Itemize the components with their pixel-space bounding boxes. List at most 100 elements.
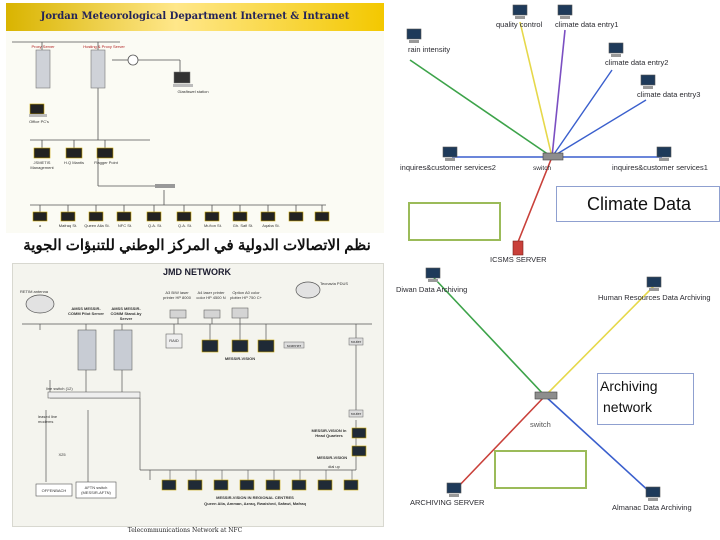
messir-vision-monitors — [161, 339, 367, 491]
raid-label: RAID — [169, 338, 179, 343]
internet-intranet-wiring — [12, 41, 330, 222]
printer1-label: A3 B/W laser printer HP 8000 — [163, 290, 191, 300]
messir-vision-label: MESSIR-VISION — [224, 356, 256, 361]
rain-intensity-label: rain intensity — [408, 45, 451, 54]
climate-entry1-pc-icon[interactable] — [557, 4, 573, 20]
climate-entry1-label: climate data entry1 — [555, 20, 619, 29]
glasfiswel-label: Glasfiswel station — [177, 89, 209, 94]
plotter-label: Option A0 color plotter HP 750 C+ — [230, 290, 262, 300]
bottom-row-label-3: NFC St. — [117, 223, 133, 228]
leased-line-label: leased line modems — [38, 414, 58, 424]
offenbach-label: OFFENBACH — [41, 488, 67, 493]
archiving-callout-line1: Archiving — [600, 378, 658, 394]
router-label: router — [350, 339, 362, 344]
diwan-label: Diwan Data Archiving — [396, 285, 468, 294]
mid-row-label-0: JSMETIS Management — [30, 160, 54, 170]
aftn-label: AFTN switch (MESSIR-AFTN) — [81, 485, 111, 495]
jmd-caption: Telecommunications Network at NFC — [127, 527, 243, 534]
tecnavia-antenna-icon — [295, 281, 321, 299]
bottom-row-label-4: Q.A. St. — [147, 223, 162, 228]
icsms-server-icon[interactable] — [512, 240, 524, 256]
arabic-title: نظم الاتصالات الدولية في المركز الوطني ل… — [23, 237, 371, 254]
quality-control-label: quality control — [496, 20, 543, 29]
archiving-switch-icon[interactable] — [534, 391, 558, 401]
bottom-row-label-7: Gh. Safi St. — [232, 223, 254, 228]
amss-pilot-server-icon — [77, 329, 97, 371]
bottom-row-label-5: Q.A. St. — [177, 223, 192, 228]
climate-switch-icon[interactable] — [542, 152, 564, 162]
climate-entry2-label: climate data entry2 — [605, 58, 669, 67]
bottom-row-label-0: a — [38, 223, 42, 228]
regional-sub-label: Queen Alia, Amman, Azraq, Rwaished, Safa… — [204, 501, 306, 506]
amss-standby-server-icon — [113, 329, 133, 371]
mid-row-label-2: Flagger Point — [94, 160, 118, 165]
internet-intranet-title: Jordan Meteorological Department Interne… — [40, 11, 350, 22]
regional-label: MESSIR-VISION IN REGIONAL CENTRES — [216, 495, 294, 500]
messir-hq2-label: MESSIR-VISION — [316, 455, 348, 460]
climate-placeholder-box — [408, 202, 501, 241]
color-printer-icon — [203, 309, 221, 319]
internet-intranet-banner: Jordan Meteorological Department Interne… — [6, 3, 384, 31]
line-switch-label: line switch (12) — [46, 386, 73, 391]
quality-control-pc-icon[interactable] — [512, 4, 528, 20]
inquiries2-pc-icon[interactable] — [442, 146, 458, 162]
inquiries2-label: inquires&customer services2 — [400, 163, 496, 172]
proxy-server-icon — [35, 49, 51, 89]
hr-pc-icon[interactable] — [646, 276, 662, 292]
jmd-network-title: JMD NETWORK — [163, 267, 231, 277]
line-switch-icon — [47, 391, 141, 399]
almanac-pc-icon[interactable] — [645, 486, 661, 502]
archiving-callout-line2: network — [603, 399, 653, 415]
jmd-network-wiring — [22, 281, 372, 499]
hr-label: Human Resources Data Archiving — [598, 293, 711, 302]
hosting-server-label: Hosting & Proxy Server — [83, 44, 125, 49]
archiving-placeholder-box — [494, 450, 587, 489]
amss-standby-label: AMSS MESSIR-COMM Stand-by Server — [110, 306, 142, 321]
printer-icon — [169, 309, 187, 319]
climate-entry2-pc-icon[interactable] — [608, 42, 624, 58]
archiving-server-label: ARCHIVING SERVER — [410, 498, 485, 507]
inquiries1-pc-icon[interactable] — [656, 146, 672, 162]
bottom-row-monitors — [32, 211, 330, 222]
office-pc-label: Office PC's — [29, 119, 49, 124]
retim-label: RETIM antenna — [20, 289, 49, 294]
retim-antenna-icon — [25, 294, 55, 314]
mid-row-monitors — [33, 147, 114, 159]
messir-hq-label: MESSIR-VISION In Head Quarters — [311, 428, 347, 438]
rain-intensity-pc-icon[interactable] — [406, 28, 422, 44]
globe-icon — [127, 54, 139, 66]
climate-entry3-label: climate data entry3 — [637, 90, 701, 99]
bottom-row-label-8: Aqaba St. — [262, 223, 280, 228]
x25-label: X25 — [58, 452, 66, 457]
inquiries1-label: inquires&customer services1 — [612, 163, 708, 172]
archiving-switch-label: switch — [530, 420, 551, 429]
dial-up-label: dial up — [328, 464, 340, 469]
scanner-label: scanner — [286, 343, 302, 348]
climate-data-callout-text: Climate Data — [587, 194, 692, 214]
bottom-row-label-1: Mafraq St. — [58, 223, 78, 228]
amss-pilot-label: AMSS MESSIR-COMM Pilot Server — [67, 306, 104, 316]
proxy-server-label: Proxy Server — [31, 44, 55, 49]
internet-intranet-diagram — [6, 3, 384, 233]
mid-row-label-1: H.Q Mantis — [63, 160, 84, 165]
aftn-switch-box — [75, 481, 117, 499]
climate-entry3-pc-icon[interactable] — [640, 74, 656, 90]
icsms-server-label: ICSMS SERVER — [490, 255, 547, 264]
bottom-row-label-6: Mu'ton St. — [204, 223, 222, 228]
switch-bar-icon — [155, 184, 175, 188]
scanner-icon — [283, 341, 305, 349]
archiving-network-callout: Archiving network — [597, 373, 694, 425]
archiving-server-pc-icon[interactable] — [446, 482, 462, 498]
climate-switch-label: switch — [533, 165, 552, 172]
printer2-label: A4 laser printer color HP 4500 N — [196, 290, 226, 300]
router-icon-2 — [348, 409, 364, 418]
raid-icon — [165, 333, 183, 349]
plotter-icon — [231, 307, 249, 319]
router-icon — [348, 337, 364, 346]
almanac-label: Almanac Data Archiving — [612, 503, 692, 512]
offenbach-box — [35, 483, 73, 497]
diwan-pc-icon[interactable] — [425, 267, 441, 283]
router-label-2: router — [350, 411, 362, 416]
bottom-row-label-2: Queen Alia St. — [84, 223, 110, 228]
